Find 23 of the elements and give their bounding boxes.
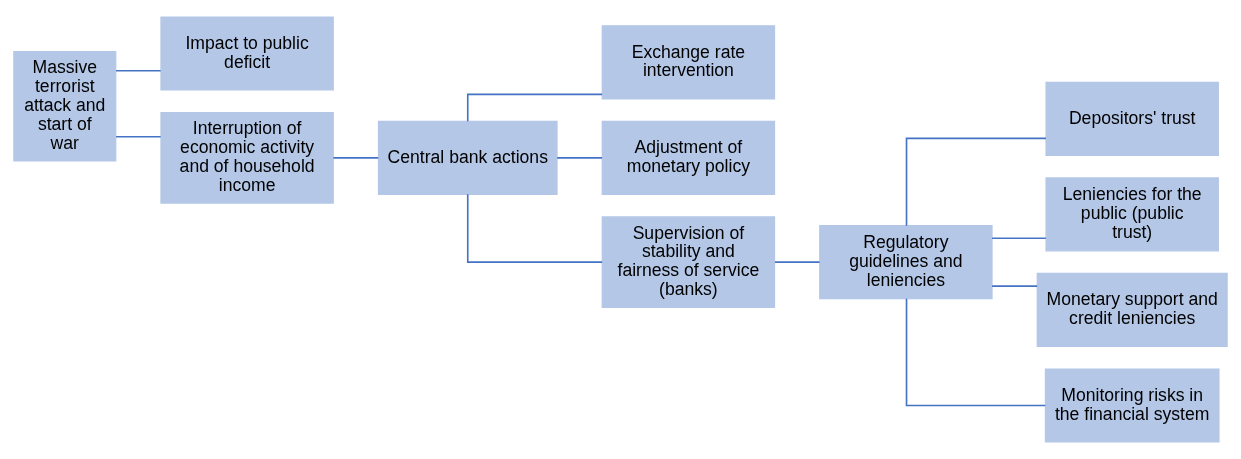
- node-box: Adjustment of monetary policy: [601, 120, 776, 195]
- connector: [466, 93, 603, 123]
- connector: [556, 157, 603, 159]
- node-box: Impact to public deficit: [160, 16, 334, 91]
- connector: [991, 285, 1038, 287]
- node-box: Supervision of stability and fairness of service (banks): [601, 216, 776, 309]
- connector: [991, 237, 1047, 240]
- connector: [115, 69, 162, 72]
- node-box: Massive terrorist attack and start of war: [13, 50, 117, 162]
- node-box: Depositors' trust: [1045, 81, 1219, 156]
- node-box: Regulatory guidelines and leniencies: [819, 225, 993, 300]
- connector: [905, 137, 1047, 227]
- connector: [332, 157, 380, 159]
- connector: [905, 297, 1047, 407]
- node-box: Monetary support and credit leniencies: [1036, 272, 1228, 348]
- connector: [774, 261, 821, 263]
- node-box: Leniencies for the public (public trust): [1045, 177, 1219, 252]
- connector: [115, 135, 162, 138]
- node-box: Monitoring risks in the financial system: [1044, 368, 1220, 443]
- node-box: Interruption of economic activity and of household income: [160, 111, 334, 204]
- node-box: Central bank actions: [377, 120, 558, 195]
- connector: [466, 193, 603, 263]
- node-box: Exchange rate intervention: [601, 25, 776, 100]
